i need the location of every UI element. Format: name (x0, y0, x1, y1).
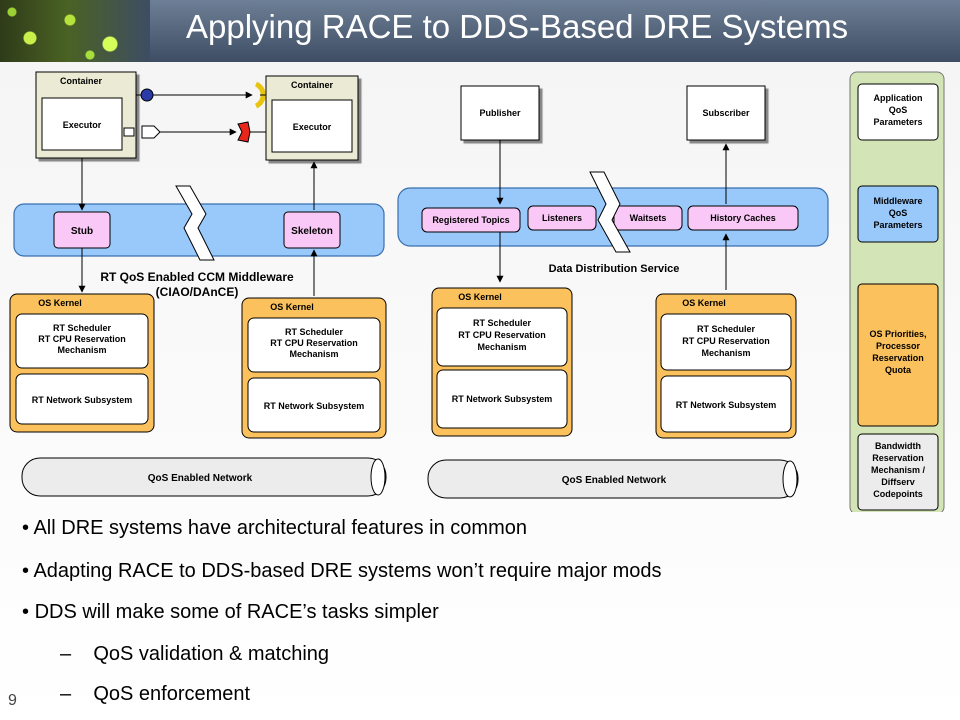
svg-text:RT CPU Reservation: RT CPU Reservation (270, 338, 358, 348)
listeners-box (527, 205, 597, 231)
svg-text:Mechanism /: Mechanism / (871, 465, 926, 475)
right-executor-box (271, 99, 353, 153)
svg-text:Middleware: Middleware (873, 196, 922, 206)
svg-text:RT Scheduler: RT Scheduler (53, 323, 112, 333)
left-executor-label: Executor (63, 120, 102, 130)
svg-text:Codepoints: Codepoints (873, 489, 923, 499)
svg-text:RT Network Subsystem: RT Network Subsystem (676, 400, 777, 410)
svg-text:Mechanism: Mechanism (57, 345, 106, 355)
svg-text:OS Kernel: OS Kernel (270, 302, 314, 312)
architecture-diagram: Stub Skeleton Container Executor Contain… (9, 71, 945, 512)
svg-text:RT CPU Reservation: RT CPU Reservation (458, 330, 546, 340)
dds-break-zigzag (589, 171, 631, 253)
svg-text:History Caches: History Caches (710, 213, 776, 223)
os-kernel-label: OS Kernel (38, 298, 82, 308)
left-container-label: Container (60, 76, 103, 86)
legend-bandwidth: Bandwidth Reservation Mechanism / Diffse… (857, 433, 939, 511)
skeleton-box (283, 211, 341, 249)
bullet-item: • All DRE systems have architectural fea… (22, 517, 527, 539)
svg-text:OS Priorities,: OS Priorities, (869, 329, 926, 339)
svg-text:Mechanism: Mechanism (701, 348, 750, 358)
legend-os-priorities: OS Priorities, Processor Reservation Quo… (857, 283, 939, 427)
left-executor-box (41, 97, 123, 151)
slide-number: 9 (8, 692, 17, 709)
svg-text:OS Kernel: OS Kernel (682, 298, 726, 308)
svg-text:RT Scheduler: RT Scheduler (285, 327, 344, 337)
facet-port-icon (140, 88, 154, 102)
event-source-port-icon (141, 125, 161, 139)
right-os-kernel-b: OS Kernel RT Scheduler RT CPU Reservatio… (655, 293, 797, 439)
svg-text:RT CPU Reservation: RT CPU Reservation (38, 334, 126, 344)
svg-text:Mechanism: Mechanism (477, 342, 526, 352)
middleware-label-line2: (CIAO/DAnCE) (156, 285, 239, 299)
left-os-kernel-a: OS Kernel RT Scheduler RT CPU Reservatio… (9, 293, 155, 433)
middleware-label-line1: RT QoS Enabled CCM Middleware (100, 270, 294, 284)
svg-text:QoS Enabled Network: QoS Enabled Network (562, 475, 667, 486)
right-os-kernel-a: OS Kernel RT Scheduler RT CPU Reservatio… (431, 287, 573, 437)
svg-text:RT Scheduler: RT Scheduler (473, 318, 532, 328)
right-container-label: Container (291, 80, 334, 90)
history-caches-box (687, 205, 799, 231)
svg-text:Bandwidth: Bandwidth (875, 441, 921, 451)
right-network-pipe: QoS Enabled Network (427, 459, 799, 499)
svg-text:Reservation: Reservation (872, 353, 924, 363)
svg-text:RT Scheduler: RT Scheduler (697, 324, 756, 334)
svg-text:Processor: Processor (876, 341, 921, 351)
svg-text:Parameters: Parameters (873, 117, 922, 127)
svg-text:Registered Topics: Registered Topics (432, 215, 509, 225)
svg-text:QoS: QoS (889, 208, 908, 218)
svg-text:OS Kernel: OS Kernel (458, 292, 502, 302)
corner-decoration-image (0, 0, 150, 62)
svg-text:Listeners: Listeners (542, 213, 582, 223)
bullet-item: • Adapting RACE to DDS-based DRE systems… (22, 560, 662, 582)
left-network-pipe: QoS Enabled Network (21, 457, 387, 497)
svg-text:RT Network Subsystem: RT Network Subsystem (264, 401, 365, 411)
svg-text:Publisher: Publisher (479, 108, 521, 118)
publisher-box (460, 85, 540, 141)
svg-text:Waitsets: Waitsets (630, 213, 667, 223)
slide-title: Applying RACE to DDS-Based DRE Systems (186, 8, 849, 45)
svg-text:QoS: QoS (889, 105, 908, 115)
left-os-kernel-b: OS Kernel RT Scheduler RT CPU Reservatio… (241, 297, 387, 439)
break-zigzag (175, 185, 215, 261)
sub-bullet-item: – QoS enforcement (60, 683, 251, 705)
title-bar: Applying RACE to DDS-Based DRE Systems (0, 0, 960, 62)
subscriber-box (686, 85, 766, 141)
svg-text:RT CPU Reservation: RT CPU Reservation (682, 336, 770, 346)
event-sink-port-icon (237, 121, 251, 143)
svg-text:Subscriber: Subscriber (702, 108, 750, 118)
bullet-item: • DDS will make some of RACE’s tasks sim… (22, 601, 439, 623)
svg-text:RT Network Subsystem: RT Network Subsystem (452, 394, 553, 404)
svg-text:Quota: Quota (885, 365, 912, 375)
legend-middleware-qos: Middleware QoS Parameters (857, 185, 939, 243)
skeleton-label: Skeleton (291, 226, 333, 237)
registered-topics-box (421, 207, 521, 233)
sub-bullet-item: – QoS validation & matching (60, 643, 330, 665)
svg-text:Parameters: Parameters (873, 220, 922, 230)
waitsets-box (613, 205, 683, 231)
svg-text:Diffserv: Diffserv (881, 477, 915, 487)
svg-text:Application: Application (874, 93, 923, 103)
stub-label: Stub (71, 226, 93, 237)
svg-text:QoS Enabled Network: QoS Enabled Network (148, 473, 253, 484)
svg-text:Reservation: Reservation (872, 453, 924, 463)
svg-text:Mechanism: Mechanism (289, 349, 338, 359)
legend-app-qos: Application QoS Parameters (857, 83, 939, 141)
svg-text:RT Network Subsystem: RT Network Subsystem (32, 395, 133, 405)
right-executor-label: Executor (293, 122, 332, 132)
dds-label: Data Distribution Service (549, 263, 680, 275)
